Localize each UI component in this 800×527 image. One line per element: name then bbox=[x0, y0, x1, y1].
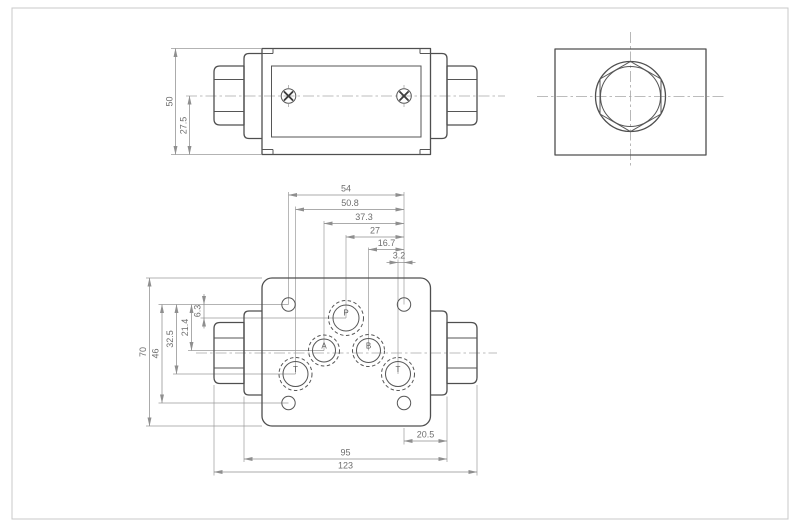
end-view bbox=[537, 32, 724, 168]
port-t-left: T bbox=[278, 357, 313, 391]
dim-95-label: 95 bbox=[340, 448, 350, 458]
dim-16-7-label: 16.7 bbox=[378, 238, 396, 248]
bolt-hole-top-left bbox=[281, 297, 296, 312]
front-screw-left bbox=[280, 85, 297, 107]
bottom-ext-lines-left bbox=[146, 277, 346, 427]
port-t-right-label: T bbox=[396, 365, 401, 374]
front-dim-height-label: 50 bbox=[165, 96, 175, 106]
port-t-left-spotface-dashed bbox=[278, 357, 313, 391]
end-nut-flats-circle bbox=[600, 66, 661, 127]
bottom-ext-lines-top bbox=[288, 192, 405, 374]
front-left-hex-nut bbox=[213, 65, 245, 126]
front-dim-axis-label: 27.5 bbox=[179, 117, 189, 135]
bolt-hole-top-right bbox=[396, 297, 412, 312]
bottom-dims-left: 70 46 32.5 21.4 6.3 bbox=[138, 277, 206, 427]
bottom-right-hex-nut bbox=[446, 321, 478, 385]
port-p-spotface-dashed bbox=[328, 300, 364, 336]
end-body bbox=[554, 48, 707, 156]
bolt-hole-bottom-right bbox=[396, 395, 412, 411]
port-b-label: B bbox=[366, 342, 371, 351]
port-b-spotface-dashed bbox=[352, 334, 385, 367]
port-p-label: P bbox=[343, 309, 348, 318]
bottom-left-hex-nut bbox=[213, 321, 245, 385]
front-dim-axis: 27.5 bbox=[179, 95, 192, 155]
port-t-right: T bbox=[381, 357, 415, 391]
dim-3-2-label: 3.2 bbox=[393, 251, 406, 261]
front-right-hex-nut bbox=[446, 65, 478, 126]
port-a-label: A bbox=[321, 342, 327, 351]
dim-6-3-label: 6.3 bbox=[193, 305, 203, 318]
page-border bbox=[11, 7, 789, 520]
dim-46-label: 46 bbox=[151, 348, 161, 358]
front-body bbox=[261, 47, 432, 156]
dim-27-label: 27 bbox=[370, 226, 380, 236]
bottom-plate bbox=[261, 277, 432, 427]
bolt-hole-bottom-left bbox=[281, 395, 296, 411]
bottom-plan-view: P A B T T 54 50.8 37.3 bbox=[138, 184, 497, 476]
bottom-dims-top: 54 50.8 37.3 27 16.7 3.2 bbox=[288, 184, 416, 265]
dim-123-label: 123 bbox=[338, 461, 353, 471]
dim-32-5-label: 32.5 bbox=[165, 330, 175, 348]
port-t-left-label: T bbox=[293, 365, 298, 374]
dim-37-3-label: 37.3 bbox=[355, 212, 373, 222]
front-cover-plate bbox=[271, 65, 422, 138]
bottom-bolt-holes bbox=[281, 297, 412, 411]
end-hex-nut bbox=[599, 60, 662, 133]
front-screw-right bbox=[396, 85, 412, 107]
port-b: B bbox=[352, 334, 385, 367]
bottom-ext-lines-bottom bbox=[213, 385, 478, 476]
port-a: A bbox=[308, 334, 340, 367]
port-a-spotface-dashed bbox=[308, 334, 340, 367]
front-dim-height: 50 bbox=[165, 48, 262, 155]
bottom-dims-bottom: 20.5 95 123 bbox=[213, 430, 478, 474]
front-body-corner-steps bbox=[262, 48, 431, 155]
port-t-right-spotface-dashed bbox=[381, 357, 415, 391]
front-view: 50 27.5 bbox=[165, 47, 505, 156]
dim-54-label: 54 bbox=[341, 184, 351, 194]
port-p: P bbox=[328, 300, 364, 336]
dim-50-8-label: 50.8 bbox=[341, 198, 359, 208]
dim-70-label: 70 bbox=[138, 347, 148, 357]
dim-21-4-label: 21.4 bbox=[180, 319, 190, 337]
dim-20-5-label: 20.5 bbox=[417, 430, 435, 440]
